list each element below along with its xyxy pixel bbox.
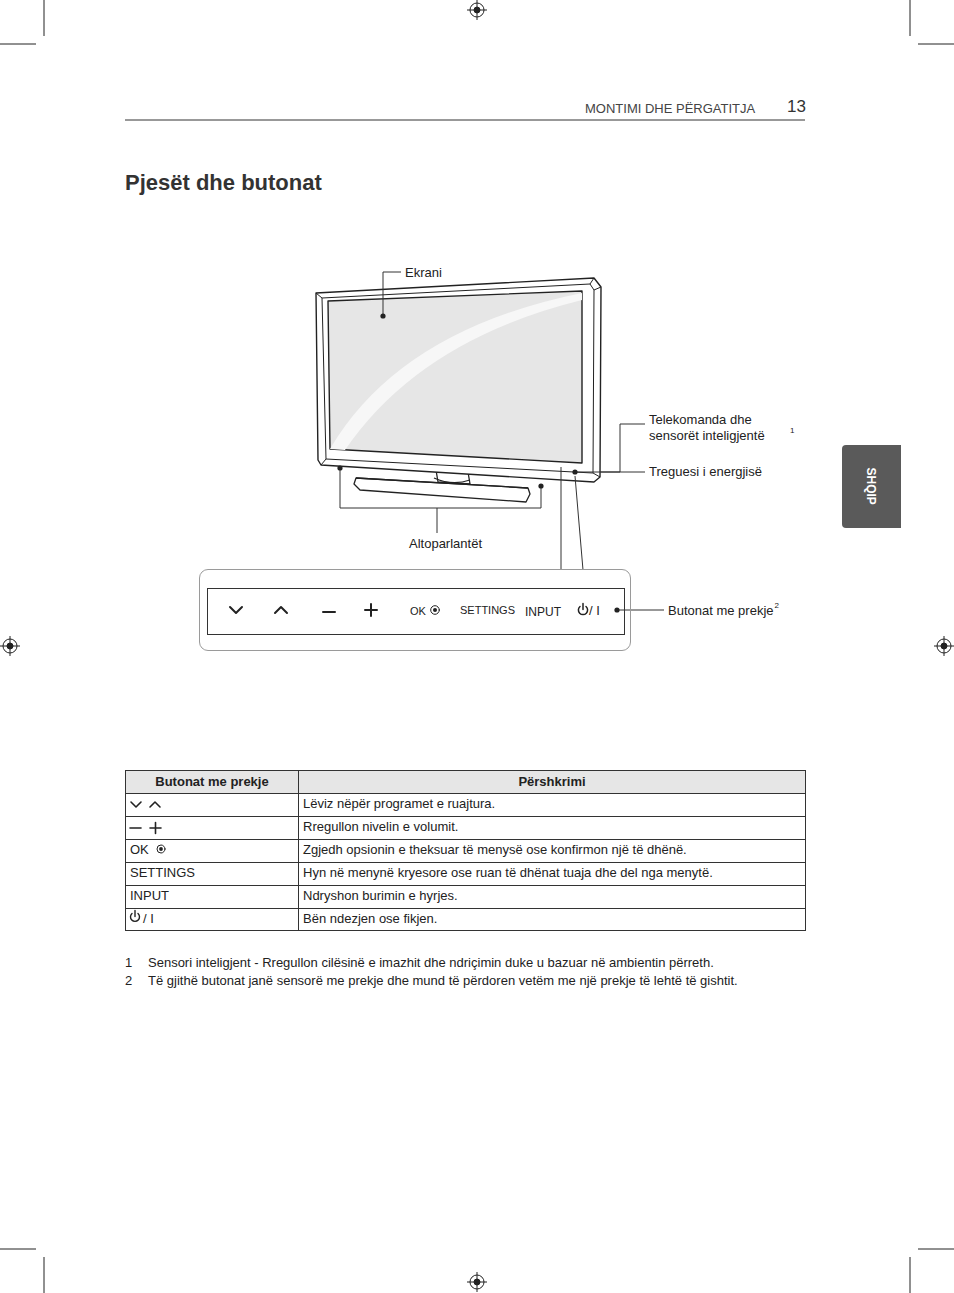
table-cell: INPUT [130,888,169,904]
language-tab: SHQIP [842,445,901,528]
button-label: OK [410,605,426,618]
footnote-marker: 1 [790,426,794,436]
table-cell: Ndryshon burimin e hyrjes. [303,888,458,904]
footnote-marker: 2 [775,601,779,611]
table-header: Përshkrimi [518,774,585,790]
part-name: Ekrani [405,265,442,281]
part-name: Treguesi i energjisë [649,464,762,480]
page-number: 13 [787,97,806,117]
footnote-number: 1 [125,955,132,971]
table-cell: SETTINGS [130,865,195,881]
footnote-text: Sensori inteligjent - Rregullon cilësinë… [148,955,714,971]
table-cell: OK [130,842,149,858]
table-header: Butonat me prekje [155,774,268,790]
touch-button-panel: OK SETTINGS INPUT / I [199,569,631,651]
tab-label: SHQIP [864,467,878,504]
footnote-text: Të gjithë butonat janë sensorë me prekje… [148,973,738,989]
table-cell: / I [143,911,154,927]
footnote-number: 2 [125,973,132,989]
button-label: SETTINGS [460,604,515,617]
part-name: Altoparlantët [409,536,482,552]
running-header: MONTIMI DHE PËRGATITJA [585,101,755,117]
button-label: INPUT [525,605,561,619]
part-name: Butonat me prekje [668,603,774,619]
part-name: Telekomanda dhe sensorët inteligjentë [649,412,789,443]
table-cell: Hyn në menynë kryesore ose ruan të dhëna… [303,865,713,881]
table-cell: Bën ndezjen ose fikjen. [303,911,437,927]
table-cell: Rregullon nivelin e volumit. [303,819,458,835]
table-cell: Zgjedh opsionin e theksuar të menysë ose… [303,842,687,858]
page-title: Pjesët dhe butonat [125,170,322,196]
button-label: / I [589,603,600,619]
table-cell: Lëviz nëpër programet e ruajtura. [303,796,495,812]
